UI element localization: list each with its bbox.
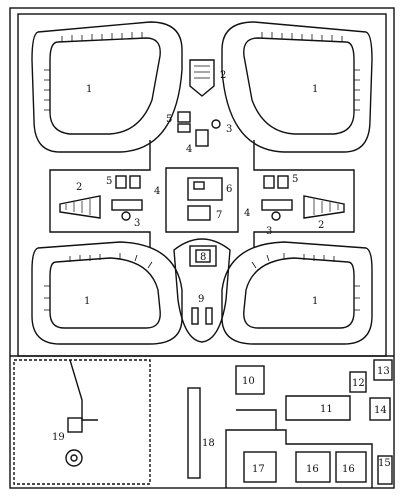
post-right (261, 199, 293, 211)
lower-roads (225, 409, 373, 488)
label-well-left: 3 (134, 218, 140, 229)
label-17: 17 (252, 464, 265, 475)
bldg-top-b (177, 123, 191, 133)
center-island (173, 238, 231, 343)
bldg-left-b (129, 175, 141, 189)
building-10 (235, 365, 265, 395)
label-18: 18 (202, 438, 215, 449)
bldg-right-b (277, 175, 289, 189)
bldg-left-a (115, 175, 127, 189)
building-16b (335, 451, 367, 483)
pit-top-left (31, 21, 183, 153)
building-16a (295, 451, 331, 483)
label-16b: 16 (342, 464, 355, 475)
label-10: 10 (242, 376, 255, 387)
building-8-inner (195, 249, 211, 263)
label-15: 15 (378, 458, 391, 469)
label-well-right: 3 (266, 226, 272, 237)
pit-bottom-right-inner (243, 257, 355, 329)
label-14: 14 (374, 405, 387, 416)
building-13 (373, 359, 393, 381)
post-top (195, 129, 209, 147)
label-12: 12 (352, 378, 365, 389)
label-post-left: 4 (154, 186, 160, 197)
label-well-top: 3 (226, 124, 232, 135)
building-8 (189, 245, 217, 267)
building-14 (369, 397, 391, 421)
label-pit-top-right: 1 (312, 84, 318, 95)
label-7: 7 (216, 210, 222, 221)
service-road (49, 140, 355, 248)
label-bldg-left: 5 (106, 176, 112, 187)
label-bldg-right: 5 (292, 174, 298, 185)
label-6: 6 (226, 184, 232, 195)
marker-9b (205, 307, 213, 325)
ring-19-inner (70, 454, 78, 462)
label-8: 8 (200, 252, 206, 263)
building-12 (349, 371, 367, 393)
label-pit-bottom-right: 1 (312, 296, 318, 307)
well-left (121, 211, 131, 221)
label-post-top: 4 (186, 144, 192, 155)
building-6-inner (193, 181, 205, 190)
launcher-hatching (65, 65, 339, 215)
label-pit-bottom-left: 1 (84, 296, 90, 307)
well-right (271, 211, 281, 221)
outer-boundary (9, 7, 395, 489)
bldg-right-a (263, 175, 275, 189)
label-bldg-top: 5 (166, 114, 172, 125)
label-9: 9 (198, 294, 204, 305)
pit-top-right (221, 21, 373, 153)
area-19 (13, 359, 151, 485)
pit-bottom-right (221, 241, 373, 345)
label-launcher-top: 2 (220, 70, 226, 81)
label-launcher-right: 2 (318, 220, 324, 231)
pit-bottom-left (31, 241, 183, 345)
label-launcher-left: 2 (76, 182, 82, 193)
label-13: 13 (377, 366, 390, 377)
pit-bottom-left-inner (49, 257, 161, 329)
pit-top-right-inner (243, 37, 355, 135)
pit-top-left-inner (49, 37, 161, 135)
building-17 (243, 451, 277, 483)
post-left (111, 199, 143, 211)
building-11 (285, 395, 351, 421)
center-plaza (165, 167, 239, 233)
well-top (211, 119, 221, 129)
label-16a: 16 (306, 464, 319, 475)
bldg-top-a (177, 111, 191, 123)
label-11: 11 (320, 404, 333, 415)
building-6 (187, 177, 223, 201)
building-19 (67, 417, 83, 433)
area-19-road (69, 359, 98, 421)
label-pit-top-left: 1 (86, 84, 92, 95)
label-19: 19 (52, 432, 65, 443)
building-15 (377, 455, 393, 485)
ring-19-outer (65, 449, 83, 467)
building-18 (187, 387, 201, 479)
marker-9a (191, 307, 199, 325)
building-7 (187, 205, 211, 221)
pit-hatching (44, 32, 360, 311)
label-post-right: 4 (244, 208, 250, 219)
launcher-top (189, 59, 215, 97)
launcher-left (59, 195, 101, 219)
launcher-right (303, 195, 345, 219)
